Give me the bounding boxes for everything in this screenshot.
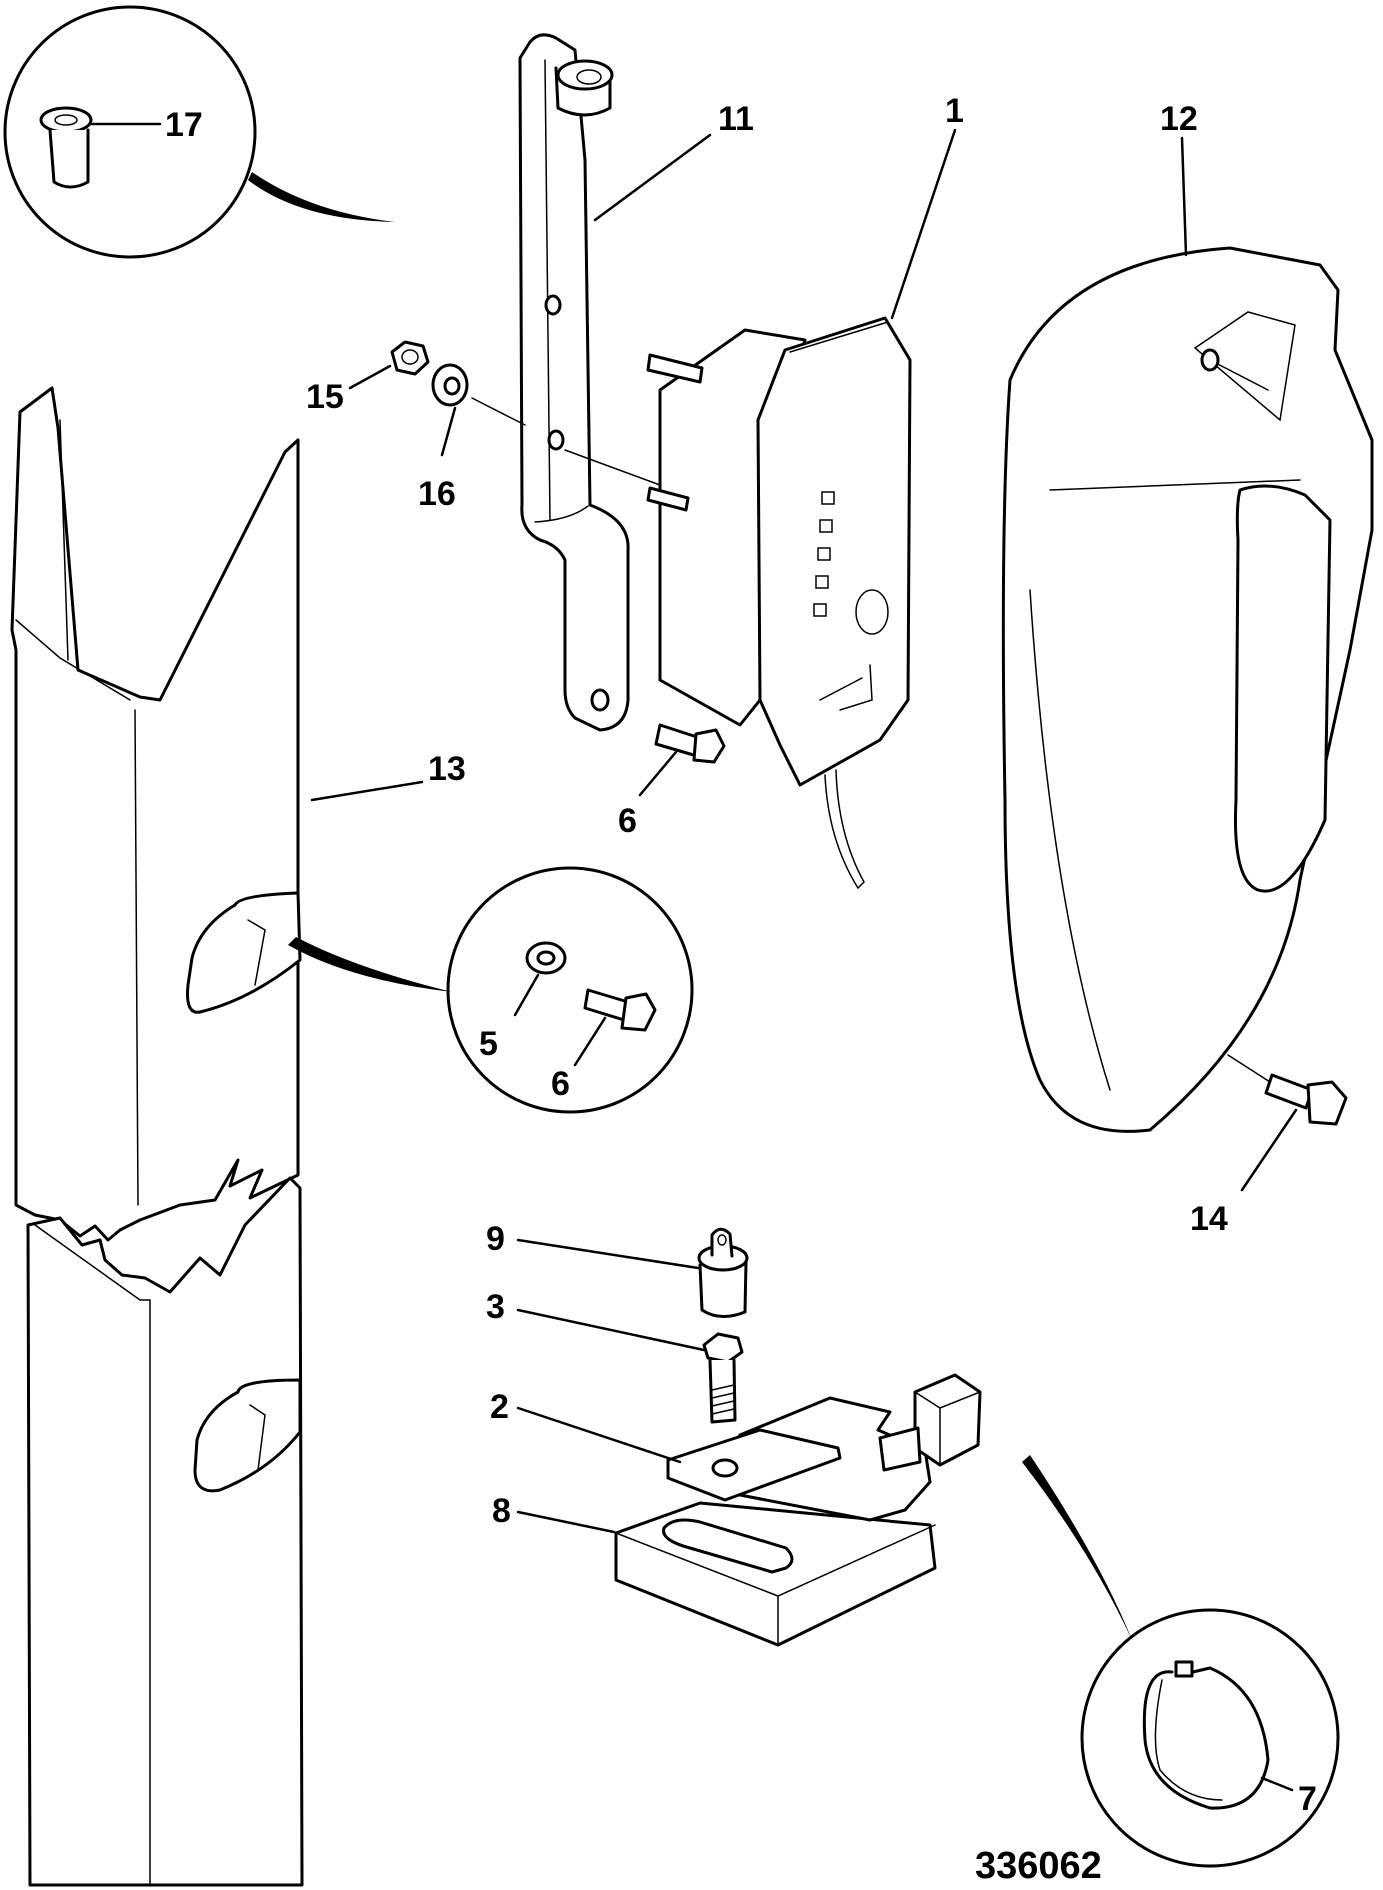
cable-tie	[1142, 1660, 1270, 1810]
callout-6-detail: 6	[551, 1065, 570, 1103]
washer	[431, 363, 469, 407]
callout-13: 13	[428, 750, 466, 788]
callout-17: 17	[165, 106, 203, 144]
rivet-nut-part	[39, 106, 93, 189]
callout-15: 15	[306, 378, 344, 416]
callout-9: 9	[486, 1220, 505, 1258]
callout-8: 8	[492, 1492, 511, 1530]
channel-post-lower	[26, 1176, 304, 1887]
bolt-vertical	[702, 1332, 744, 1424]
load-cell-end-block	[913, 1373, 982, 1467]
drawing-reference-number: 336062	[975, 1845, 1102, 1887]
callout-16: 16	[418, 475, 456, 513]
channel-post-upper	[10, 386, 302, 1242]
washer	[525, 941, 567, 975]
cover-shroud	[1001, 246, 1374, 1133]
indicator-studs	[646, 353, 704, 512]
indicator-unit	[646, 316, 912, 890]
load-cell	[666, 1373, 982, 1522]
callout-6-upper: 6	[618, 802, 637, 840]
callout-5: 5	[479, 1025, 498, 1063]
bolt	[1264, 1073, 1348, 1126]
callout-3: 3	[486, 1288, 505, 1326]
detail-circle-rivet-nut: 17	[3, 5, 395, 259]
bracket-pin	[554, 59, 614, 117]
bolt	[583, 988, 657, 1032]
callout-12: 12	[1160, 100, 1198, 138]
callout-11: 11	[718, 100, 754, 138]
detail-circle-cable-tie: 7	[1022, 1455, 1340, 1868]
callout-14: 14	[1190, 1200, 1228, 1238]
clevis	[697, 1227, 749, 1318]
indicator-leds	[813, 491, 835, 617]
nut	[390, 340, 430, 376]
callout-1: 1	[945, 92, 964, 130]
callout-7: 7	[1298, 1780, 1317, 1818]
detail-circle-fasteners: 5 6	[288, 866, 694, 1114]
callout-2: 2	[490, 1388, 509, 1426]
bolt	[654, 723, 726, 764]
base-plate	[614, 1501, 937, 1647]
mounting-bracket	[518, 33, 630, 732]
